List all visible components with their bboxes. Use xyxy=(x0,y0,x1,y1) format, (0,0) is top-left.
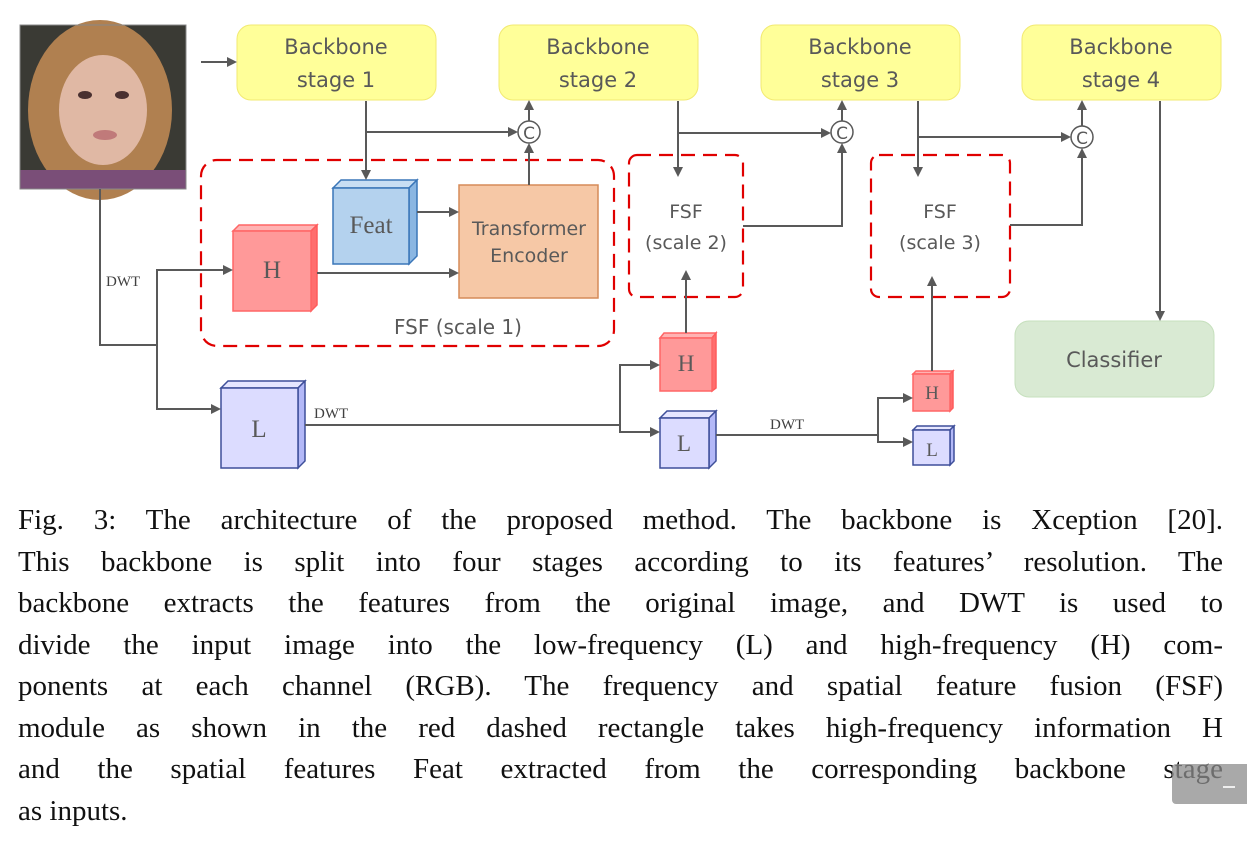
caption-line: This backbone is split into four stages … xyxy=(18,545,1223,578)
l-cube-scale-3: L xyxy=(911,424,956,467)
backbone-stage-4: Backbone stage 4 xyxy=(1021,24,1222,101)
svg-text:stage 2: stage 2 xyxy=(559,68,637,92)
backbone-stage-2: Backbone stage 2 xyxy=(498,24,699,101)
svg-text:Backbone: Backbone xyxy=(1069,35,1172,59)
svg-text:H: H xyxy=(263,257,281,284)
svg-text:L: L xyxy=(677,431,691,456)
h-cube-scale-1: H xyxy=(231,223,319,313)
classifier-box: Classifier xyxy=(1014,320,1215,398)
feat-cube: Feat xyxy=(331,178,419,266)
svg-text:(scale 3): (scale 3) xyxy=(899,232,981,254)
svg-text:H: H xyxy=(678,351,695,376)
svg-text:stage 3: stage 3 xyxy=(821,68,899,92)
concat-node-1: C xyxy=(517,120,541,144)
svg-text:C: C xyxy=(1076,129,1088,149)
caption-line: backbone extracts the features from the … xyxy=(18,587,1223,619)
svg-text:Transformer: Transformer xyxy=(471,218,586,240)
h-cube-scale-3: H xyxy=(911,369,955,413)
dwt-label-scale-1: DWT xyxy=(314,406,348,422)
dwt-label-scale-2: DWT xyxy=(770,417,804,433)
fsf-scale-1-region xyxy=(199,158,616,348)
caption-line: Fig. 3: The architecture of the proposed… xyxy=(18,504,1223,536)
concat-node-3: C xyxy=(1070,125,1094,149)
svg-text:FSF: FSF xyxy=(669,201,703,223)
caption-line: divide the input image into the low-freq… xyxy=(18,628,1223,661)
minimize-overlay-button[interactable] xyxy=(1172,764,1247,804)
svg-text:stage 4: stage 4 xyxy=(1082,68,1160,92)
l-cube-scale-1: L xyxy=(219,379,307,470)
svg-text:C: C xyxy=(836,124,848,144)
svg-text:stage 1: stage 1 xyxy=(297,68,375,92)
input-face-image xyxy=(19,20,187,200)
l-cube-scale-2: L xyxy=(658,409,718,470)
fsf-scale-3-region: FSF (scale 3) xyxy=(869,153,1012,299)
svg-text:Classifier: Classifier xyxy=(1066,348,1162,372)
caption-line: and the spatial features Feat extracted … xyxy=(18,753,1223,785)
architecture-diagram: Backbone stage 1 Backbone stage 2 Backbo… xyxy=(19,20,1222,470)
caption-line: ponents at each channel (RGB). The frequ… xyxy=(18,670,1223,702)
svg-text:C: C xyxy=(523,124,535,144)
backbone-stage-3: Backbone stage 3 xyxy=(760,24,961,101)
h-cube-scale-2: H xyxy=(658,330,718,393)
concat-node-2: C xyxy=(830,120,854,144)
backbone-stage-1: Backbone stage 1 xyxy=(236,24,437,101)
caption-line: as inputs. xyxy=(18,794,128,827)
svg-text:Backbone: Backbone xyxy=(546,35,649,59)
figure-caption: Fig. 3: The architecture of the proposed… xyxy=(18,500,1223,832)
svg-text:Backbone: Backbone xyxy=(284,35,387,59)
svg-text:Backbone: Backbone xyxy=(808,35,911,59)
svg-text:L: L xyxy=(926,440,938,461)
svg-text:(scale 2): (scale 2) xyxy=(645,232,727,254)
transformer-encoder: Transformer Encoder xyxy=(458,184,599,299)
connector-arrows xyxy=(99,57,1165,447)
svg-text:H: H xyxy=(925,383,939,404)
dwt-label-input: DWT xyxy=(106,274,140,290)
svg-text:Feat: Feat xyxy=(349,212,392,239)
svg-text:L: L xyxy=(251,416,266,443)
minimize-icon xyxy=(1223,786,1235,788)
svg-text:Encoder: Encoder xyxy=(490,245,568,267)
fsf-scale-1-label: FSF (scale 1) xyxy=(394,315,522,339)
caption-line: module as shown in the red dashed rectan… xyxy=(18,711,1223,744)
svg-text:FSF: FSF xyxy=(923,201,957,223)
